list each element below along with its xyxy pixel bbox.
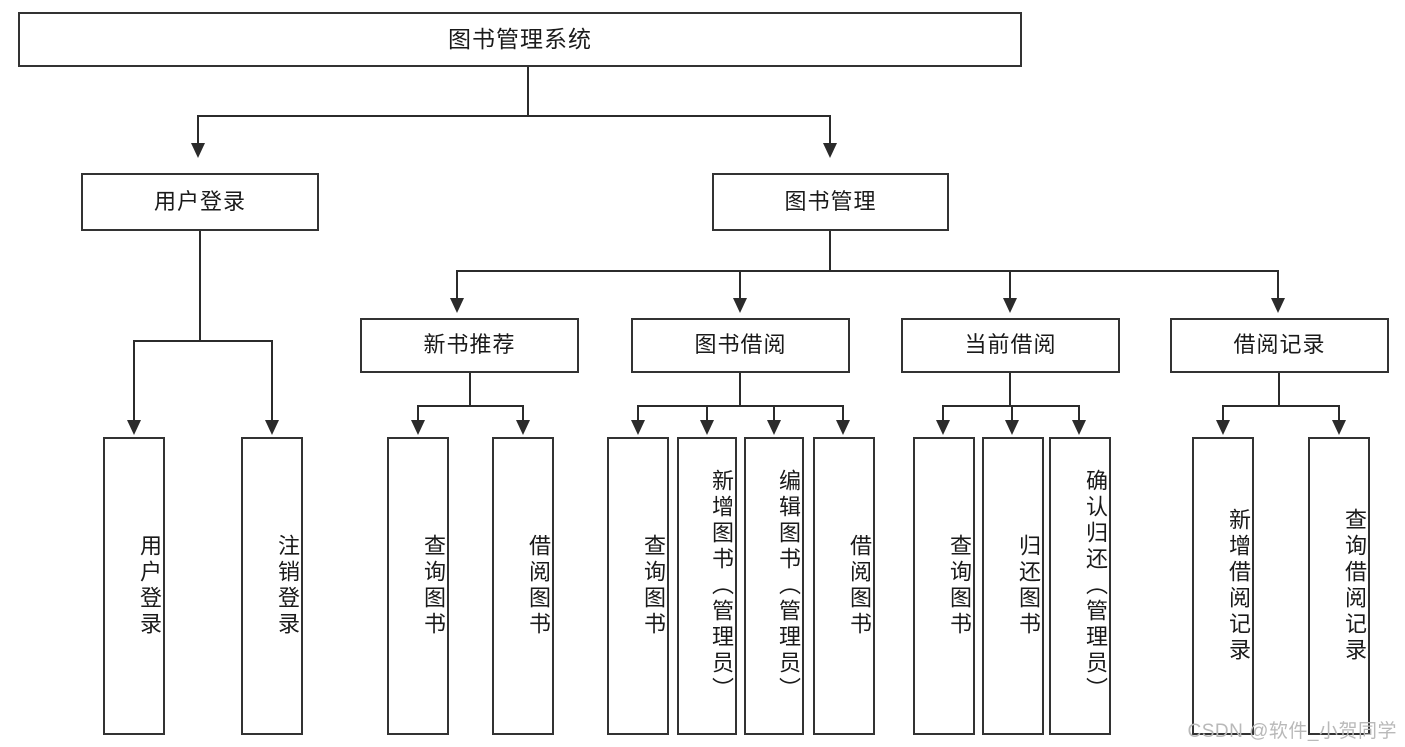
connector-current-borrow-stem: [1009, 373, 1011, 407]
arrowhead-leaf-newbook-1: [516, 420, 530, 435]
arrowhead-leaf-bookborrow-0: [631, 420, 645, 435]
arrowhead-leaf-newbook-0: [411, 420, 425, 435]
arrowhead-leaf-user-login-0: [127, 420, 141, 435]
connector-current-borrow-bar: [942, 405, 1079, 407]
node-label: 当前借阅: [964, 332, 1057, 358]
node-label: 借阅图书: [526, 534, 551, 638]
connector-book-borrow-stem: [739, 373, 741, 407]
node-label: 图书借阅: [694, 332, 787, 358]
connector-root-bar: [197, 115, 831, 117]
node-label: 归还图书: [1016, 534, 1041, 638]
leaf-new-book-borrow[interactable]: 借阅图书: [492, 437, 554, 735]
node-label: 图书管理系统: [448, 25, 592, 52]
arrowhead-leaf-bookborrow-1: [700, 420, 714, 435]
connector-drop-leaf-newbook-0: [417, 405, 419, 422]
node-label: 新增图书（管理员）: [709, 469, 734, 703]
leaf-borrow-record-query[interactable]: 查询借阅记录: [1308, 437, 1370, 735]
arrowhead-leaf-bookborrow-3: [836, 420, 850, 435]
arrowhead-leaf-borrowrecord-1: [1332, 420, 1346, 435]
arrowhead-leaf-currentborrow-1: [1005, 420, 1019, 435]
connector-new-book-bar: [417, 405, 524, 407]
leaf-user-login-logout[interactable]: 注销登录: [241, 437, 303, 735]
node-label: 查询图书: [421, 534, 446, 638]
connector-drop-book-management: [829, 115, 831, 145]
node-label: 图书管理: [784, 188, 877, 214]
arrowhead-user-login: [191, 143, 205, 158]
node-label: 借阅图书: [847, 534, 872, 638]
leaf-book-borrow-query[interactable]: 查询图书: [607, 437, 669, 735]
node-label: 新增借阅记录: [1226, 508, 1251, 664]
connector-drop-leaf-user-login-0: [133, 340, 135, 422]
watermark-text: CSDN @软件_小贺同学: [1187, 721, 1397, 742]
node-current-borrow[interactable]: 当前借阅: [901, 318, 1120, 373]
connector-drop-leaf-currentborrow-2: [1078, 405, 1080, 422]
arrowhead-leaf-borrowrecord-0: [1216, 420, 1230, 435]
arrowhead-current-borrow: [1003, 298, 1017, 313]
connector-drop-leaf-bookborrow-3: [842, 405, 844, 422]
connector-drop-leaf-currentborrow-0: [942, 405, 944, 422]
node-new-book-recommend[interactable]: 新书推荐: [360, 318, 579, 373]
node-label: 查询图书: [947, 534, 972, 638]
connector-root-stem: [527, 67, 529, 115]
connector-borrow-record-stem: [1278, 373, 1280, 407]
connector-drop-leaf-bookborrow-2: [773, 405, 775, 422]
node-label: 查询借阅记录: [1342, 508, 1367, 664]
arrowhead-leaf-currentborrow-2: [1072, 420, 1086, 435]
arrowhead-book-management: [823, 143, 837, 158]
node-book-borrow[interactable]: 图书借阅: [631, 318, 850, 373]
node-label: 用户登录: [137, 534, 162, 638]
node-label: 编辑图书（管理员）: [776, 469, 801, 703]
node-label: 查询图书: [641, 534, 666, 638]
arrowhead-new-book: [450, 298, 464, 313]
connector-borrow-record-bar: [1222, 405, 1340, 407]
connector-book-management-stem: [829, 231, 831, 272]
node-label: 借阅记录: [1233, 332, 1326, 358]
leaf-current-borrow-query[interactable]: 查询图书: [913, 437, 975, 735]
arrowhead-leaf-user-login-1: [265, 420, 279, 435]
node-user-login[interactable]: 用户登录: [81, 173, 319, 231]
connector-drop-leaf-user-login-1: [271, 340, 273, 422]
node-book-management[interactable]: 图书管理: [712, 173, 949, 231]
connector-book-borrow-bar: [637, 405, 844, 407]
node-label: 确认归还（管理员）: [1083, 469, 1108, 703]
leaf-book-borrow-edit[interactable]: 编辑图书（管理员）: [744, 437, 804, 735]
node-borrow-record[interactable]: 借阅记录: [1170, 318, 1389, 373]
node-label: 用户登录: [153, 188, 246, 214]
connector-drop-leaf-bookborrow-1: [706, 405, 708, 422]
connector-drop-leaf-currentborrow-1: [1011, 405, 1013, 422]
leaf-new-book-query[interactable]: 查询图书: [387, 437, 449, 735]
connector-drop-leaf-borrowrecord-1: [1338, 405, 1340, 422]
connector-user-login-stem: [199, 231, 201, 341]
connector-drop-leaf-bookborrow-0: [637, 405, 639, 422]
connector-drop-borrow-record: [1277, 270, 1279, 300]
node-label: 注销登录: [275, 534, 300, 638]
connector-drop-new-book: [456, 270, 458, 300]
leaf-current-borrow-confirm-return[interactable]: 确认归还（管理员）: [1049, 437, 1111, 735]
connector-drop-user-login: [197, 115, 199, 145]
leaf-book-borrow-add[interactable]: 新增图书（管理员）: [677, 437, 737, 735]
leaf-borrow-record-add[interactable]: 新增借阅记录: [1192, 437, 1254, 735]
arrowhead-book-borrow: [733, 298, 747, 313]
connector-drop-leaf-borrowrecord-0: [1222, 405, 1224, 422]
connector-new-book-stem: [469, 373, 471, 407]
leaf-book-borrow-borrow[interactable]: 借阅图书: [813, 437, 875, 735]
arrowhead-leaf-currentborrow-0: [936, 420, 950, 435]
connector-drop-leaf-newbook-1: [522, 405, 524, 422]
connector-drop-book-borrow: [739, 270, 741, 300]
node-root-book-management-system[interactable]: 图书管理系统: [18, 12, 1022, 67]
connector-user-login-bar: [133, 340, 273, 342]
connector-book-management-bar: [456, 270, 1279, 272]
arrowhead-leaf-bookborrow-2: [767, 420, 781, 435]
connector-drop-current-borrow: [1009, 270, 1011, 300]
node-label: 新书推荐: [423, 332, 516, 358]
arrowhead-borrow-record: [1271, 298, 1285, 313]
leaf-current-borrow-return[interactable]: 归还图书: [982, 437, 1044, 735]
leaf-user-login-login[interactable]: 用户登录: [103, 437, 165, 735]
